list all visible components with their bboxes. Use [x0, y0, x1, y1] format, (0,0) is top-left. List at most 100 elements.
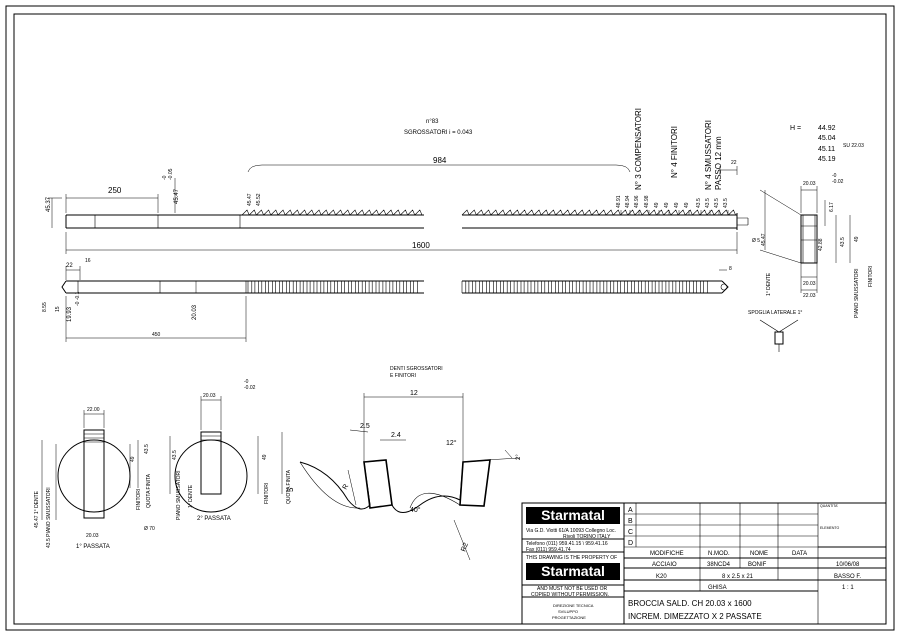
tb-acciaio: ACCIAIO — [652, 562, 677, 568]
dim-984: 984 — [433, 156, 447, 165]
tooth-height-label: 49 — [654, 202, 660, 208]
dim-45-47-b: 45.47 — [247, 193, 253, 206]
tb-ghisa: GHISA — [708, 585, 727, 591]
tooth-height-label: 43.5 — [714, 198, 720, 208]
td-pitch: 12 — [410, 390, 418, 397]
dim-22-top: 22 — [731, 160, 737, 166]
td-40deg: 40° — [410, 506, 421, 514]
tb-elemento: ELEMENTO — [820, 526, 839, 530]
mid-22: 22 — [66, 263, 73, 269]
h-value-3: 45.11 — [818, 146, 835, 153]
outer-frame — [5, 5, 895, 631]
tooth-height-label: 49 — [684, 202, 690, 208]
s1-43-5: 43.5 — [144, 444, 150, 454]
dim-45-47: 45.47 — [174, 188, 180, 204]
mid-19-93-tol: -0 -0.1 — [75, 291, 81, 306]
rev-c: C — [628, 529, 633, 536]
td-2-4: 2.4 — [391, 432, 401, 439]
tooth-height-label: 48.91 — [616, 195, 622, 208]
rev-d: D — [628, 540, 633, 547]
rv-20-03-tol-dn: -0.02 — [832, 179, 844, 185]
td-2deg: 2° — [516, 454, 522, 460]
rv-1-dente: 1° DENTE — [766, 272, 772, 296]
title-block: Starmatal Starmatal Via G.D. Viotti 61/A… — [521, 502, 887, 625]
sgrossatori-increment: SGROSSATORI i = 0.043 — [404, 130, 473, 136]
right-end-view: 45.47 20.03 -0 -0.02 6.17 43.5 49 42.88 … — [748, 173, 874, 352]
s2-tol-up: -0 — [244, 379, 249, 385]
rv-6-17: 6.17 — [829, 202, 835, 212]
mid-20-03: 20.03 — [192, 304, 198, 320]
label-compensatori: N° 3 COMPENSATORI — [634, 108, 643, 190]
s1-1dente: 45.47 1° DENTE — [34, 490, 40, 528]
label-smussatori: N° 4 SMUSSATORI — [704, 120, 713, 190]
dim-45-47-tol-dn: -0.05 — [168, 168, 174, 180]
s2-1dente: 1° DENTE — [188, 484, 194, 508]
dim-250: 250 — [108, 186, 122, 195]
rv-spoglia: SPOGLIA LATERALE 1° — [748, 310, 802, 316]
tooth-height-label: 48.98 — [644, 195, 650, 208]
td-5: 5 — [286, 487, 295, 492]
col-modifiche: MODIFICHE — [650, 551, 684, 557]
tb-desc-2: INCREM. DIMEZZATO X 2 PASSATE — [628, 612, 762, 621]
tb-property-2: AND MUST NOT BE USED OR — [537, 586, 607, 592]
tb-phone: Telefono (011) 959.41.15 \ 959.41.16 — [526, 541, 608, 547]
tooth-detail: DENTI SGROSSATORI E FINITORI 12 2.5 2.4 … — [286, 366, 522, 561]
tooth-height-label: 43.5 — [723, 198, 729, 208]
col-data: DATA — [792, 551, 807, 557]
h-value-4: 45.19 — [818, 156, 836, 163]
label-passo: PASSO 12 mm — [714, 136, 723, 190]
company-logo-bottom — [526, 563, 620, 580]
td-2-5: 2.5 — [360, 423, 370, 430]
tb-mat: 38NCD4 — [707, 562, 731, 568]
col-nome: NOME — [750, 551, 768, 557]
s2-tol-dn: -0.02 — [244, 385, 256, 391]
tb-address-1: Via G.D. Viotti 61/A 10093 Collegno Loc. — [526, 528, 616, 534]
company-logo-top — [526, 507, 620, 524]
sgrossatori-count: n°83 — [426, 119, 439, 125]
tb-bonif: BONIF — [748, 562, 767, 568]
s1-dia: Ø 70 — [144, 526, 155, 532]
rev-a: A — [628, 507, 633, 514]
inner-frame — [13, 13, 887, 625]
h-value-1: 44.92 — [818, 125, 836, 132]
tb-scale: 1 : 1 — [842, 585, 854, 591]
broach-side-view — [65, 209, 749, 230]
rv-piano: PIANO SMUSSATORI — [854, 268, 860, 318]
tb-direzione-2: SVILUPPO — [558, 609, 578, 614]
tb-dims: 8 x 2.5 x 21 — [722, 574, 754, 580]
top-dimensions: 250 1600 984 n°83 SGROSSATORI i = 0.043 … — [46, 108, 760, 254]
s1-label: 1° PASSATA — [76, 544, 110, 550]
tb-property-1: THIS DRAWING IS THE PROPERTY OF — [526, 555, 617, 561]
td-r8: R — [342, 483, 351, 491]
rv-20-03-tol-up: -0 — [832, 173, 837, 179]
tb-k20: K20 — [656, 574, 667, 580]
tb-direzione-3: PROGETTAZIONE — [552, 615, 586, 620]
rv-22-03: 22.03 — [803, 293, 816, 299]
tb-desc-1: BROCCIA SALD. CH 20.03 x 1600 — [628, 599, 752, 608]
tooth-height-label: 49 — [674, 202, 680, 208]
label-finitori: N° 4 FINITORI — [670, 126, 679, 178]
tooth-height-label: 49 — [664, 202, 670, 208]
h-label: H = — [790, 125, 801, 132]
company-logo-text-bottom: Starmatal — [541, 563, 605, 579]
s1-49: 49 — [130, 456, 136, 462]
s2-label: 2° PASSATA — [197, 516, 231, 522]
rv-49: 49 — [854, 236, 860, 242]
s1-piano: 43.5 PIANO SMUSSATORI — [46, 487, 52, 548]
rev-b: B — [628, 518, 633, 525]
tb-property-3: COPIED WITHOUT PERMISSION. — [531, 592, 609, 598]
dim-1600: 1600 — [412, 241, 430, 250]
tb-date: 10/06/08 — [836, 562, 860, 568]
s1-quota: QUOTA FINITA — [146, 473, 152, 508]
tb-address-2: Rivoli TORINO ITALY — [563, 534, 611, 540]
s2-20-03: 20.03 — [203, 393, 216, 399]
tb-fax: Fax (011) 959.41.74 — [526, 547, 571, 553]
broach-top-view — [61, 280, 729, 294]
s2-finitori: FINITORI — [264, 483, 270, 504]
mid-16: 16 — [85, 258, 91, 264]
company-logo-text-top: Starmatal — [541, 507, 605, 523]
s1-finitori: FINITORI — [136, 489, 142, 510]
rv-42-88: 42.88 — [818, 238, 824, 251]
tooth-height-label: 48.96 — [634, 195, 640, 208]
